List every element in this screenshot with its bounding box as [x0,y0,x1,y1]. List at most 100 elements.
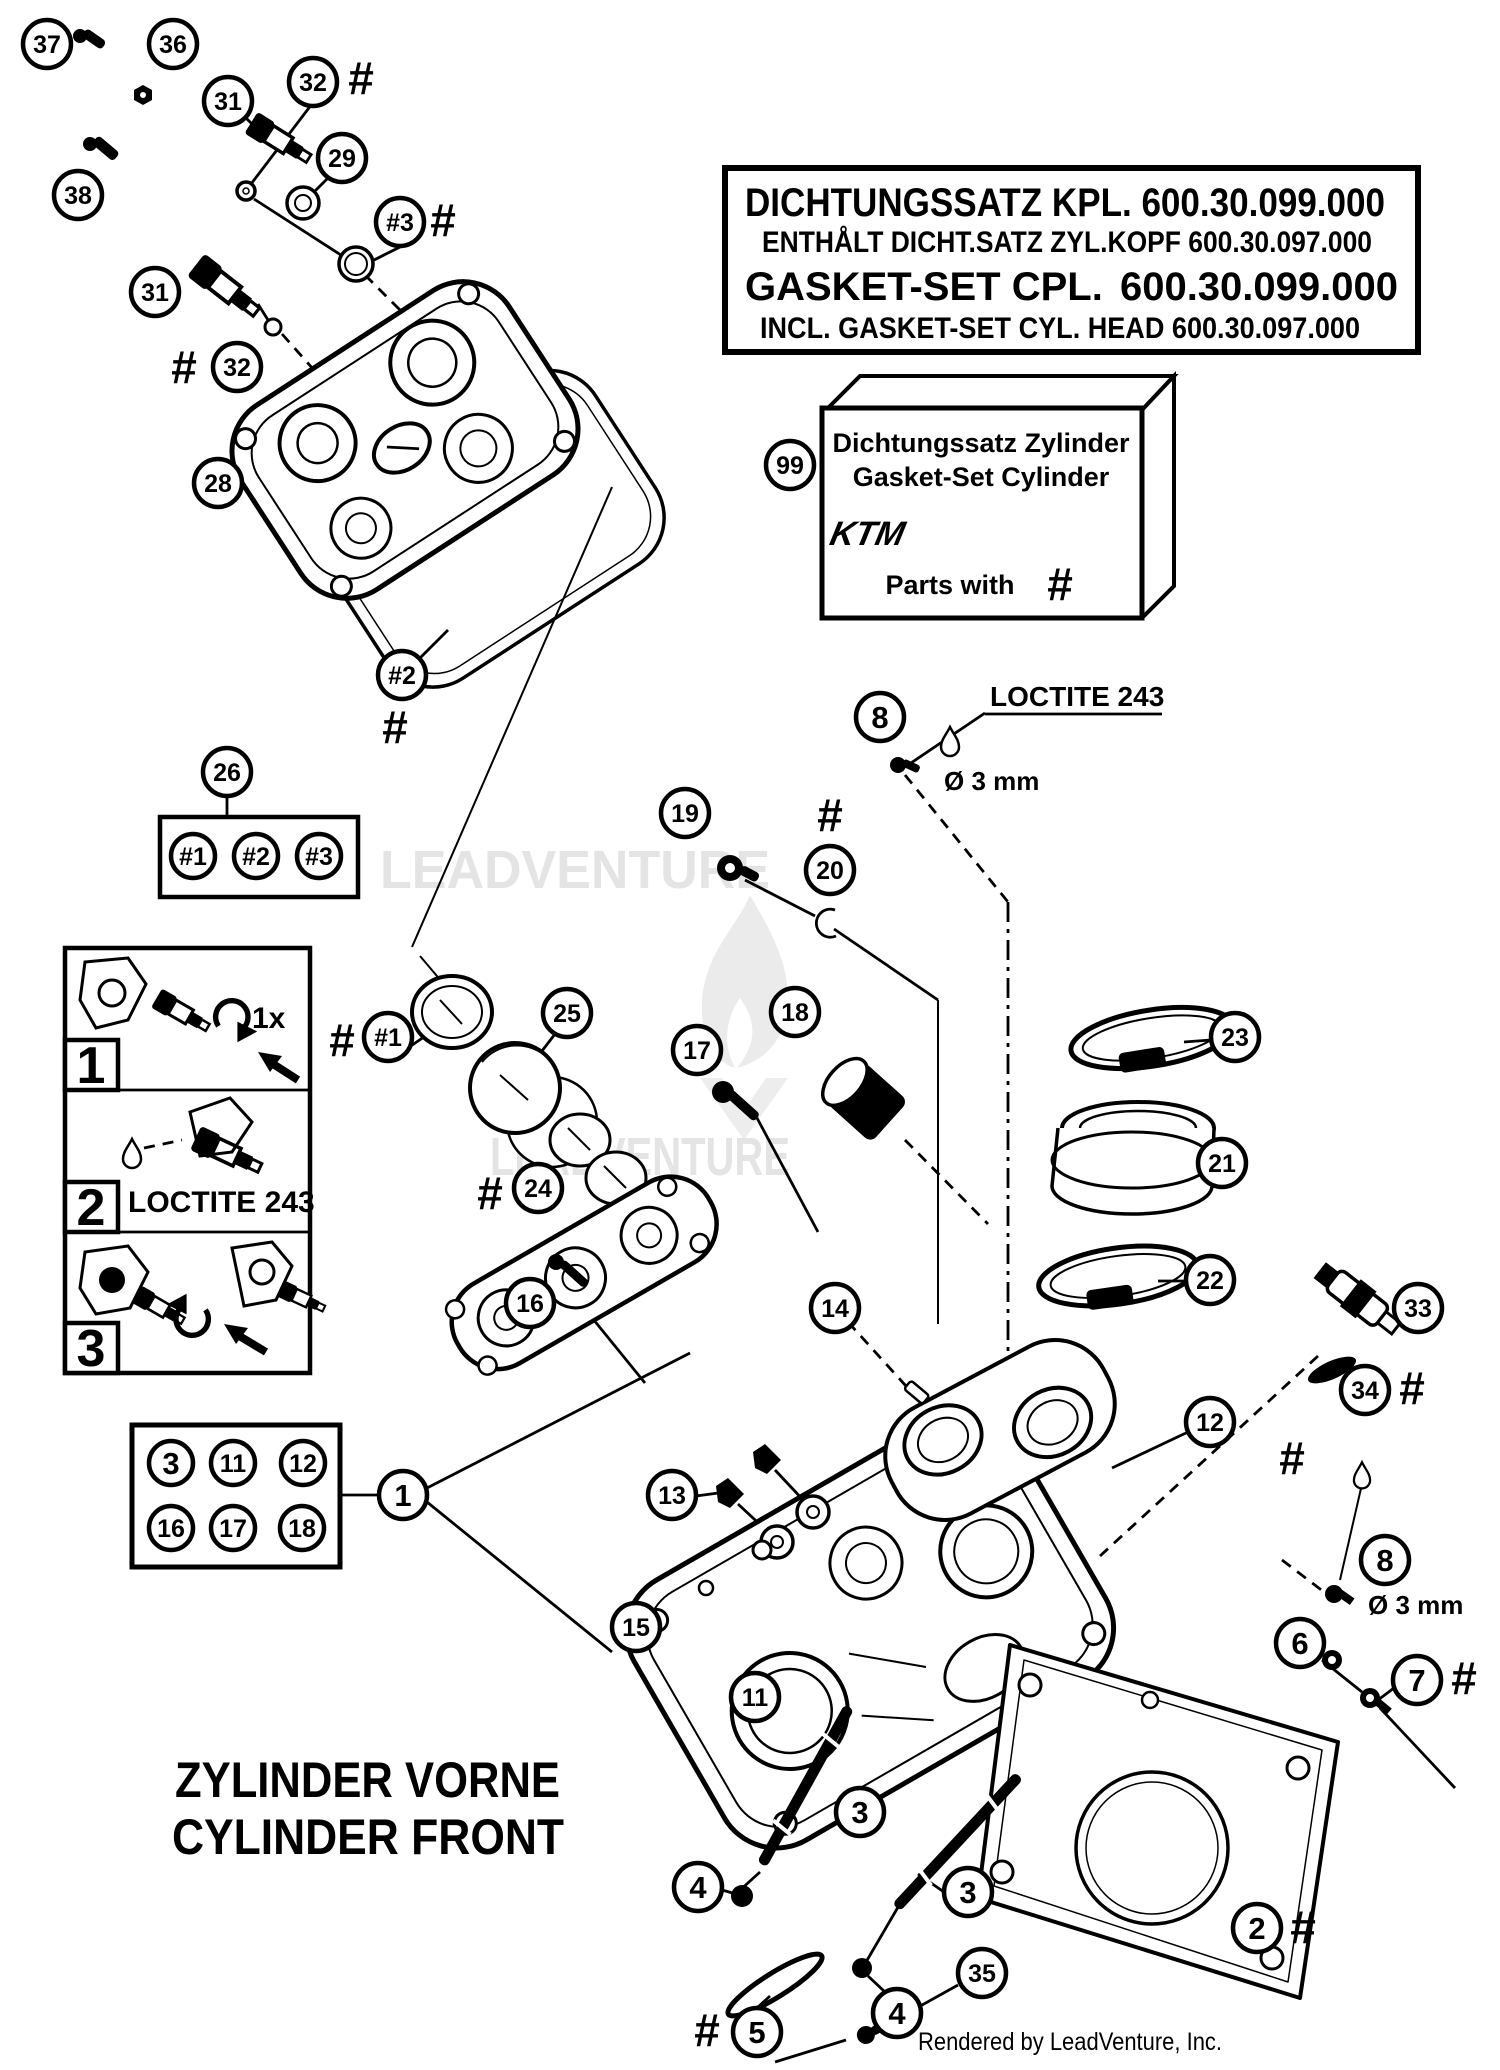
callout-1[interactable]: 1 [376,1468,430,1522]
callout-3[interactable]: 3 [146,1438,196,1488]
callout-24[interactable]: 24 [511,1161,565,1215]
svg-text:22: 22 [1196,1267,1224,1295]
svg-text:33: 33 [1404,1295,1432,1323]
valve-seal-15 [697,1539,773,1597]
callout-5[interactable]: 5 [730,2005,784,2059]
callout-33[interactable]: 33 [1391,1281,1445,1335]
callout-#3[interactable]: #3 [294,831,344,881]
callout-37[interactable]: 37 [20,17,74,71]
small-fasteners-top-left [73,29,375,337]
svg-text:26: 26 [213,759,241,787]
ktm-logo: KTM [827,515,910,553]
svg-text:38: 38 [64,182,92,210]
svg-text:14: 14 [821,1295,849,1323]
tappet-18 [820,1056,905,1140]
callout-17[interactable]: 17 [208,1503,258,1553]
callout-7[interactable]: 7 [1390,1653,1444,1707]
svg-text:2: 2 [1248,1911,1265,1946]
callout-21[interactable]: 21 [1195,1136,1249,1190]
caption-german: ZYLINDER VORNE [175,1752,560,1808]
svg-text:4: 4 [689,1870,707,1905]
callout-8[interactable]: 8 [853,690,907,744]
callout-12[interactable]: 12 [278,1438,328,1488]
svg-text:35: 35 [968,1960,996,1988]
callout-#1[interactable]: #1 [361,1010,415,1064]
parts-box-line1: Dichtungssatz Zylinder [832,428,1130,458]
callout-8[interactable]: 8 [1358,1533,1412,1587]
callout-18[interactable]: 18 [768,985,822,1039]
callout-38[interactable]: 38 [51,168,105,222]
callout-18[interactable]: 18 [277,1503,327,1553]
callout-99[interactable]: 99 [763,438,817,492]
callout-32[interactable]: 32 [286,55,340,109]
callout-22[interactable]: 22 [1183,1253,1237,1307]
callout-#2[interactable]: #2 [375,648,429,702]
hash-mark: # [329,1014,355,1066]
watermark-text: LEADVENTURE [380,840,770,900]
callout-26[interactable]: 26 [200,745,254,799]
hash-mark: # [1399,1362,1425,1414]
callout-15[interactable]: 15 [609,1600,663,1654]
callout-19[interactable]: 19 [658,786,712,840]
callout-#1[interactable]: #1 [168,831,218,881]
callout-29[interactable]: 29 [315,131,369,185]
svg-text:12: 12 [1196,1409,1224,1437]
callout-#3[interactable]: #3 [373,195,427,249]
svg-text:8: 8 [871,700,888,735]
callout-11[interactable]: 11 [208,1438,258,1488]
callout-3[interactable]: 3 [833,1785,887,1839]
svg-text:17: 17 [219,1515,247,1543]
svg-text:34: 34 [1351,1377,1379,1405]
callout-31[interactable]: 31 [201,74,255,128]
loctite-callout-top: LOCTITE 243 Ø 3 mm [890,681,1164,796]
callout-3[interactable]: 3 [941,1865,995,1919]
svg-text:32: 32 [223,354,251,382]
callout-16[interactable]: 16 [146,1503,196,1553]
callout-17[interactable]: 17 [670,1023,724,1077]
callout-28[interactable]: 28 [191,456,245,510]
callout-11[interactable]: 11 [728,1670,782,1724]
svg-text:4: 4 [888,1996,906,2031]
loctite-label: LOCTITE 243 [990,681,1164,712]
gasket-set-line3-right: 600.30.099.000 [1120,265,1398,309]
step2-note: LOCTITE 243 [128,1186,315,1219]
step1-note: 1x [252,1002,286,1035]
callout-14[interactable]: 14 [808,1281,862,1335]
loctite-callout-bottom: Ø 3 mm [1325,1461,1463,1620]
hash-mark: # [348,52,374,104]
callout-34[interactable]: 34 [1338,1363,1392,1417]
rendered-by-credit: Rendered by LeadVenture, Inc. [918,2028,1222,2056]
svg-text:99: 99 [776,452,804,480]
bolt-19 [717,855,760,882]
step3-number: 3 [77,1320,106,1378]
intake-flange-12 [883,1338,1117,1522]
callout-16[interactable]: 16 [503,1276,557,1330]
valve-cover [229,279,581,601]
callout-25[interactable]: 25 [540,986,594,1040]
callout-35[interactable]: 35 [955,1946,1009,2000]
svg-text:31: 31 [141,279,169,307]
callout-4[interactable]: 4 [870,1986,924,2040]
callout-36[interactable]: 36 [146,17,200,71]
callout-13[interactable]: 13 [645,1468,699,1522]
callout-4[interactable]: 4 [671,1860,725,1914]
parts-box-hash: # [1047,558,1073,610]
sensor-33 [1313,1262,1403,1337]
svg-text:#3: #3 [305,843,333,871]
svg-text:#1: #1 [179,843,207,871]
callout-20[interactable]: 20 [803,843,857,897]
dowel-pin-14 [903,1380,930,1405]
callout-#2[interactable]: #2 [231,831,281,881]
svg-text:#1: #1 [374,1024,402,1052]
svg-text:#2: #2 [388,662,416,690]
callout-23[interactable]: 23 [1208,1010,1262,1064]
callout-2[interactable]: 2 [1230,1901,1284,1955]
svg-text:16: 16 [516,1290,544,1318]
callout-31[interactable]: 31 [128,265,182,319]
callout-12[interactable]: 12 [1183,1395,1237,1449]
svg-text:36: 36 [159,31,187,59]
callout-6[interactable]: 6 [1273,1616,1327,1670]
svg-text:16: 16 [157,1515,185,1543]
callout-32[interactable]: 32 [210,340,264,394]
snap-ring-20 [814,907,837,939]
